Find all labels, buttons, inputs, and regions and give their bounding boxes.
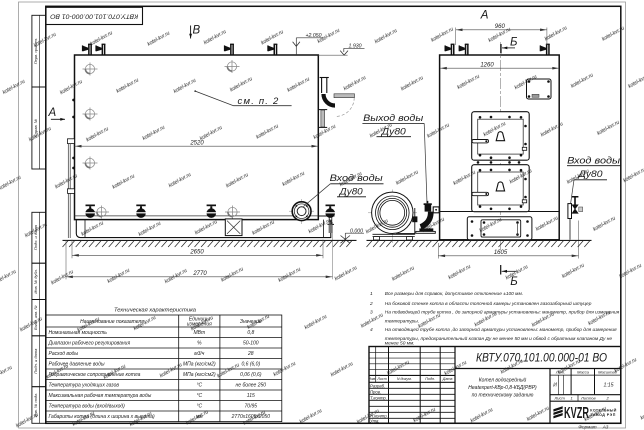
svg-text:115: 115 xyxy=(247,393,255,399)
svg-text:Ду80: Ду80 xyxy=(577,169,603,180)
svg-text:Н.контр.: Н.контр. xyxy=(370,413,388,418)
svg-text:На боковой стенке котла в обла: На боковой стенке котла в области топочн… xyxy=(385,300,592,307)
svg-text:МПа (кгс/см2): МПа (кгс/см2) xyxy=(183,361,216,367)
svg-text:Выход воды: Выход воды xyxy=(363,113,423,124)
svg-text:мм: мм xyxy=(196,414,203,420)
svg-text:МВт: МВт xyxy=(193,330,205,336)
svg-text:960: 960 xyxy=(495,24,506,30)
svg-text:КВТУ.070.101.00.000-01 ВО: КВТУ.070.101.00.000-01 ВО xyxy=(50,12,138,19)
svg-text:Значение: Значение xyxy=(240,319,262,325)
svg-text:менее 50 мм.: менее 50 мм. xyxy=(385,341,415,347)
svg-text:м3/ч: м3/ч xyxy=(194,351,205,357)
svg-text:Наименование показателя: Наименование показателя xyxy=(80,319,144,325)
svg-text:°С: °С xyxy=(196,393,202,399)
svg-text:28: 28 xyxy=(247,351,254,357)
svg-text:50-100: 50-100 xyxy=(243,340,259,346)
svg-text:°С: °С xyxy=(196,403,202,409)
svg-text:2520: 2520 xyxy=(189,141,204,147)
svg-text:70/95: 70/95 xyxy=(245,403,258,409)
svg-text:Гидравлическое сопротивление к: Гидравлическое сопротивление котла xyxy=(49,372,141,378)
svg-text:Масса: Масса xyxy=(577,370,590,375)
svg-text:см. п. 2: см. п. 2 xyxy=(238,96,280,107)
svg-text:МПа (кгс/см2): МПа (кгс/см2) xyxy=(183,372,216,378)
svg-text:Взам. инв. №: Взам. инв. № xyxy=(33,305,38,330)
svg-text:Разраб.: Разраб. xyxy=(370,383,385,388)
svg-text:Утв.: Утв. xyxy=(370,419,380,424)
svg-text:1: 1 xyxy=(571,396,573,401)
svg-text:Б: Б xyxy=(510,37,518,49)
svg-text:N докум.: N докум. xyxy=(397,377,412,381)
svg-text:Техническая характеристика: Техническая характеристика xyxy=(114,307,197,313)
svg-text:На подводящей трубе котла ,: На подводящей трубе котла , до запорной … xyxy=(385,309,620,316)
svg-text:0,06 (0,6): 0,06 (0,6) xyxy=(240,372,262,378)
svg-text:°С: °С xyxy=(196,382,202,388)
svg-text:1:15: 1:15 xyxy=(603,383,613,389)
svg-text:Лист: Лист xyxy=(376,377,387,381)
svg-text:1: 1 xyxy=(370,291,373,297)
svg-text:0,6 (6,0): 0,6 (6,0) xyxy=(241,361,260,367)
svg-text:2770: 2770 xyxy=(192,271,207,277)
svg-text:по техническому заданию: по техническому заданию xyxy=(472,393,534,399)
svg-text:1.930: 1.930 xyxy=(349,43,362,49)
svg-text:Б: Б xyxy=(510,276,518,288)
svg-text:Лист: Лист xyxy=(554,396,566,401)
svg-text:Рабочее давление воды: Рабочее давление воды xyxy=(49,361,105,367)
svg-text:Диапазон рабочего регулировани: Диапазон рабочего регулирования xyxy=(48,340,131,346)
svg-text:0,8: 0,8 xyxy=(247,330,254,336)
svg-text:4: 4 xyxy=(370,327,373,333)
svg-text:А3: А3 xyxy=(602,424,609,429)
svg-text:Котел водогрейный: Котел водогрейный xyxy=(479,376,527,383)
svg-text:не более 250: не более 250 xyxy=(236,382,267,388)
svg-text:Формат: Формат xyxy=(578,424,596,429)
svg-text:ЗАВОД РЭП: ЗАВОД РЭП xyxy=(590,413,615,417)
svg-text:Максимальная рабочая температу: Максимальная рабочая температура воды xyxy=(49,393,152,399)
svg-text:1605: 1605 xyxy=(494,250,508,256)
svg-text:Инв. № дубл.: Инв. № дубл. xyxy=(33,269,38,294)
svg-text:Вход воды: Вход воды xyxy=(330,173,383,184)
svg-text:Изм.: Изм. xyxy=(368,377,376,381)
svg-text:KVZR: KVZR xyxy=(564,405,589,422)
svg-text:В: В xyxy=(193,25,201,37)
svg-text:температуры, предохранительный: температуры, предохранительный клапан Ду… xyxy=(385,335,613,342)
svg-text:Пров.: Пров. xyxy=(370,389,381,394)
svg-text:2650: 2650 xyxy=(189,250,204,256)
svg-text:2770х1605х2050: 2770х1605х2050 xyxy=(231,414,271,420)
svg-text:Температура уходящих газов: Температура уходящих газов xyxy=(49,382,120,388)
svg-text:Справ. №: Справ. № xyxy=(33,118,38,137)
svg-text:Инв. № подл.: Инв. № подл. xyxy=(33,393,38,418)
svg-text:Дата: Дата xyxy=(442,377,453,381)
svg-text:Лит.: Лит. xyxy=(555,370,565,375)
svg-text:Подп. и дата: Подп. и дата xyxy=(33,224,38,250)
svg-text:Температура воды (вход/выход): Температура воды (вход/выход) xyxy=(49,403,126,409)
svg-text:Ду80: Ду80 xyxy=(339,187,364,198)
svg-text:3: 3 xyxy=(370,310,373,316)
svg-text:Листов: Листов xyxy=(580,396,596,401)
svg-text:измерения: измерения xyxy=(187,322,212,328)
svg-text:2: 2 xyxy=(369,301,373,307)
svg-text:Подп. и дата: Подп. и дата xyxy=(33,348,38,374)
svg-text:температуры.: температуры. xyxy=(385,319,419,324)
svg-text:Т.контр.: Т.контр. xyxy=(370,395,387,400)
svg-text:Все размеры для справок, допус: Все размеры для справок, допустимое откл… xyxy=(385,291,523,297)
svg-text:КОТЕЛЬНЫЙ: КОТЕЛЬНЫЙ xyxy=(590,408,616,412)
svg-text:И: И xyxy=(553,383,557,389)
svg-text:Подп.: Подп. xyxy=(425,377,435,381)
svg-text:А: А xyxy=(480,10,489,22)
svg-text:На отводящей трубе котла ,до з: На отводящей трубе котла ,до запорной ар… xyxy=(385,326,617,333)
svg-text:1260: 1260 xyxy=(480,63,494,69)
svg-text:А: А xyxy=(48,107,57,119)
svg-text:%: % xyxy=(197,340,202,346)
svg-text:Вход воды: Вход воды xyxy=(567,155,620,166)
svg-text:КВТУ.070.101.00.000-01 ВО: КВТУ.070.101.00.000-01 ВО xyxy=(476,353,607,365)
svg-text:Ду80: Ду80 xyxy=(381,127,407,138)
svg-text:Heatexpert-КВр-0,8-КБД(РВР): Heatexpert-КВр-0,8-КБД(РВР) xyxy=(468,385,537,391)
svg-text:Габариты котла (длина х ширина: Габариты котла (длина х ширина х высота) xyxy=(49,414,156,420)
svg-text:Номинальная мощность: Номинальная мощность xyxy=(49,330,108,336)
svg-text:Расход воды: Расход воды xyxy=(49,351,79,357)
svg-text:Перв. примен.: Перв. примен. xyxy=(33,38,38,65)
svg-text:Масштаб: Масштаб xyxy=(598,370,617,375)
